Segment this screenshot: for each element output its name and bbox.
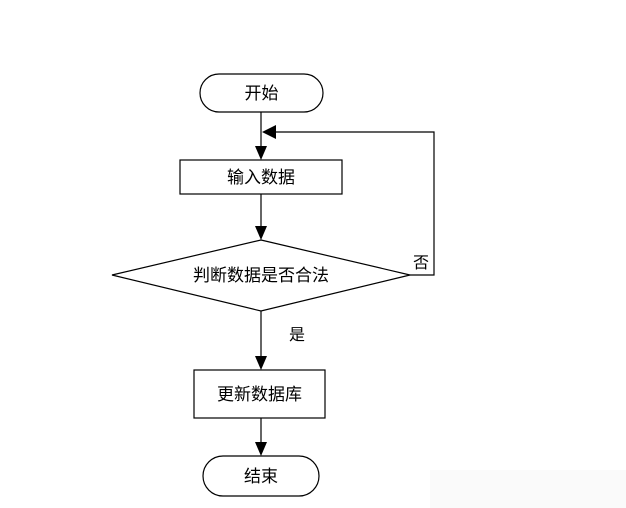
- edge-start-to-input: [255, 112, 267, 160]
- end-label: 结束: [244, 467, 278, 487]
- input-label: 输入数据: [227, 168, 295, 188]
- end-terminator-shape: [202, 455, 320, 497]
- decision-label: 判断数据是否合法: [193, 266, 329, 286]
- edge-input-to-decision: [255, 194, 267, 240]
- arrowhead-start-input: [255, 146, 267, 160]
- edge-update-to-end: [255, 418, 267, 456]
- input-process-shape: [179, 159, 343, 195]
- start-node: 开始: [199, 73, 324, 113]
- arrowhead-update-end: [255, 442, 267, 456]
- arrowhead-decision-update: [255, 356, 267, 370]
- end-node: 结束: [202, 455, 320, 497]
- edge-decision-yes: 是: [255, 311, 305, 370]
- yes-branch-label: 是: [289, 325, 305, 344]
- start-label: 开始: [245, 84, 279, 104]
- input-node: 输入数据: [179, 159, 343, 195]
- decision-node: 判断数据是否合法: [111, 239, 411, 312]
- edge-decision-no-loop: 否: [262, 125, 435, 276]
- arrowhead-loop-back: [262, 125, 276, 139]
- update-process-shape: [193, 369, 326, 419]
- no-branch-label: 否: [413, 253, 429, 272]
- arrowhead-input-decision: [255, 226, 267, 240]
- update-label: 更新数据库: [217, 385, 302, 405]
- background-artifact: [430, 470, 626, 508]
- update-node: 更新数据库: [193, 369, 326, 419]
